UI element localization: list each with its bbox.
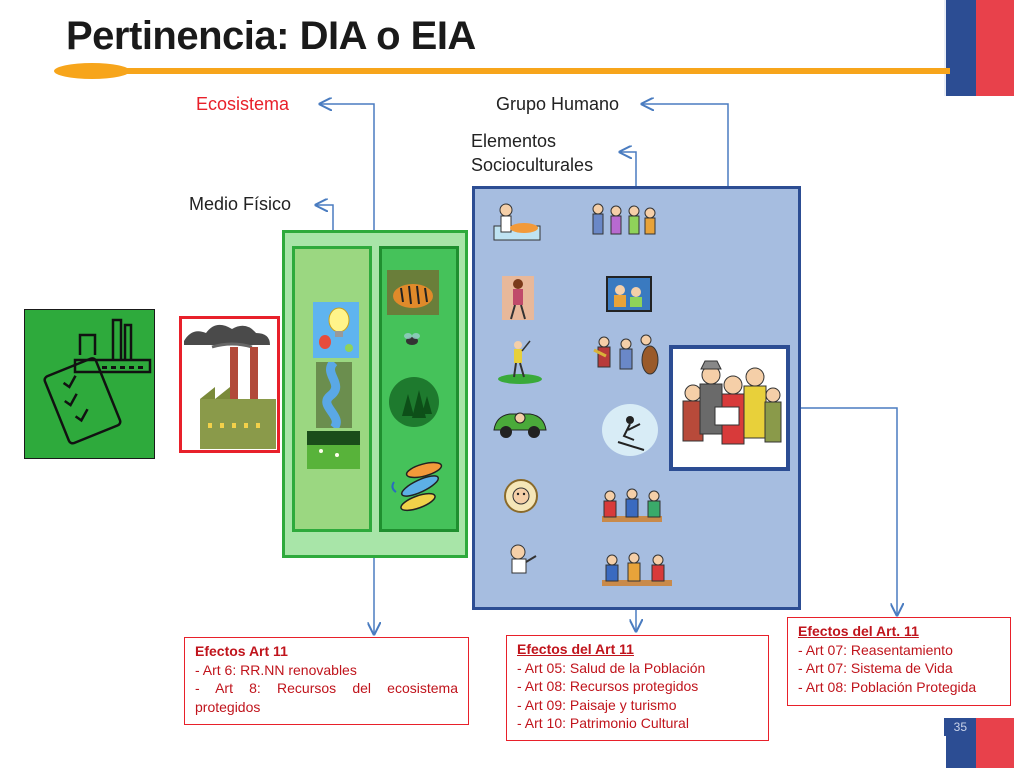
lightbulb-balloon-icon	[313, 302, 359, 358]
medio-fisico-label: Medio Físico	[189, 194, 292, 214]
musicians-icon	[592, 330, 666, 380]
effects-box-human-line-2: - Art 08: Recursos protegidos	[517, 678, 699, 694]
effects-box-ecosystem-line-2: - Art 8: Recursos del ecosistema protegi…	[195, 680, 458, 715]
family-tv-icon	[606, 276, 652, 312]
car-icon	[490, 404, 550, 442]
skier-icon	[600, 402, 660, 458]
doctor-patient-icon	[488, 200, 546, 252]
effects-box-group-line-2: - Art 07: Sistema de Vida	[798, 660, 953, 676]
sheep-icon	[500, 474, 542, 516]
elderly-people-icon	[586, 203, 660, 243]
corner-bar-red-bottom	[976, 718, 1014, 768]
effects-box-group: Efectos del Art. 11 - Art 07: Reasentami…	[787, 617, 1011, 706]
child-icon	[500, 540, 540, 580]
slide-title: Pertinencia: DIA o EIA	[66, 14, 476, 58]
fish-icon	[384, 452, 448, 520]
effects-box-human-heading: Efectos del Art 11	[517, 641, 634, 657]
title-underline	[54, 63, 950, 79]
effects-box-ecosystem-line-1: - Art 6: RR.NN renovables	[195, 661, 357, 678]
effects-box-human-line-1: - Art 05: Salud de la Población	[517, 659, 706, 676]
grupo-humano-label: Grupo Humano	[496, 94, 620, 114]
checklist-factory-icon	[24, 309, 155, 459]
golfer-icon	[496, 337, 544, 385]
corner-bar-red	[976, 0, 1014, 96]
corner-bar-blue	[946, 0, 976, 96]
effects-box-group-line-1: - Art 07: Reasentamiento	[798, 641, 953, 658]
field-icon	[307, 431, 360, 469]
walking-woman-icon	[502, 276, 534, 320]
insect-icon	[400, 328, 424, 352]
dinner-group-icon	[598, 548, 676, 594]
effects-box-group-heading: Efectos del Art. 11	[798, 623, 919, 639]
community-group-icon	[669, 345, 790, 471]
effects-box-human-line-3: - Art 09: Paisaje y turismo	[517, 696, 677, 713]
elementos-label-line2: Socioculturales	[471, 155, 594, 175]
factory-icon	[179, 316, 280, 453]
meeting-icon	[596, 486, 668, 532]
river-icon	[316, 358, 352, 431]
trees-icon	[388, 376, 440, 428]
ecosistema-label: Ecosistema	[196, 94, 290, 114]
tiger-icon	[387, 270, 439, 315]
page-number: 35	[944, 718, 970, 736]
effects-box-ecosystem: Efectos Art 11 - Art 6: RR.NN renovables…	[184, 637, 469, 725]
effects-box-human-line-4: - Art 10: Patrimonio Cultural	[517, 715, 689, 731]
effects-box-group-line-3: - Art 08: Población Protegida	[798, 678, 977, 695]
elementos-label-line1: Elementos	[471, 131, 557, 151]
elementos-label: Elementos Socioculturales	[471, 129, 593, 177]
effects-box-ecosystem-heading: Efectos Art 11	[195, 643, 288, 659]
effects-box-human: Efectos del Art 11 - Art 05: Salud de la…	[506, 635, 769, 741]
